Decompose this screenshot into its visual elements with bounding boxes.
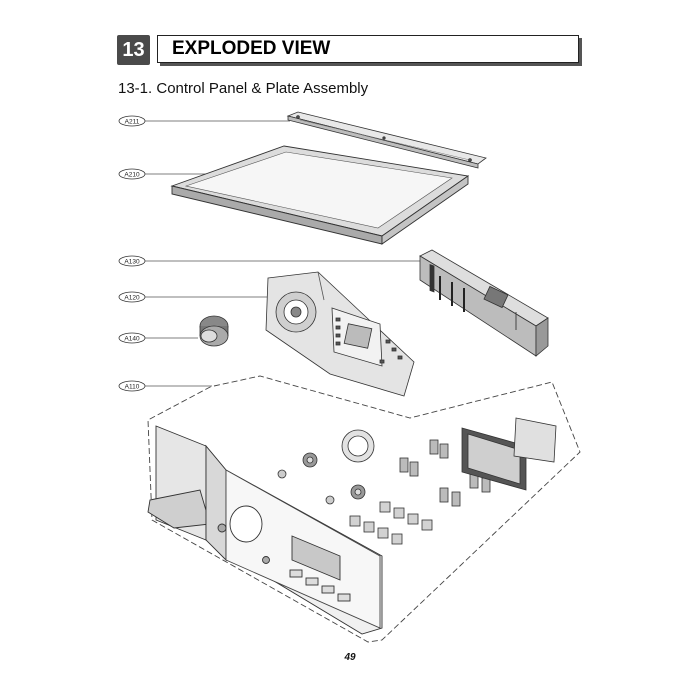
- page-subtitle: 13-1. Control Panel & Plate Assembly: [118, 80, 369, 97]
- callout-a140: A140: [118, 332, 198, 344]
- callout-label-a120: A120: [124, 294, 140, 301]
- section-number-badge: 13: [117, 35, 150, 65]
- section-header: 13 EXPLODED VIEW: [117, 35, 583, 65]
- callout-label-a140: A140: [124, 335, 140, 342]
- callout-label-a130: A130: [124, 258, 140, 265]
- part-control-frame: [265, 271, 415, 397]
- part-rail-bracket: [286, 111, 487, 169]
- callout-a130: A130: [118, 255, 420, 267]
- part-knob: [199, 315, 229, 347]
- section-title-box: EXPLODED VIEW: [157, 35, 579, 63]
- page-number: 49: [344, 652, 356, 663]
- callout-a110: A110: [118, 380, 212, 392]
- callout-a211: A211: [118, 115, 290, 127]
- callout-label-a211: A211: [125, 118, 140, 125]
- callout-label-a210: A210: [124, 171, 140, 178]
- callout-label-a110: A110: [125, 383, 140, 390]
- part-front-panel: [147, 425, 383, 635]
- part-top-plate: [170, 145, 470, 245]
- part-panel-boundary: [147, 375, 581, 643]
- part-pcb-assembly: [419, 249, 549, 357]
- callout-a120: A120: [118, 291, 268, 303]
- section-title: EXPLODED VIEW: [172, 38, 331, 59]
- part-loose-components: [277, 417, 557, 545]
